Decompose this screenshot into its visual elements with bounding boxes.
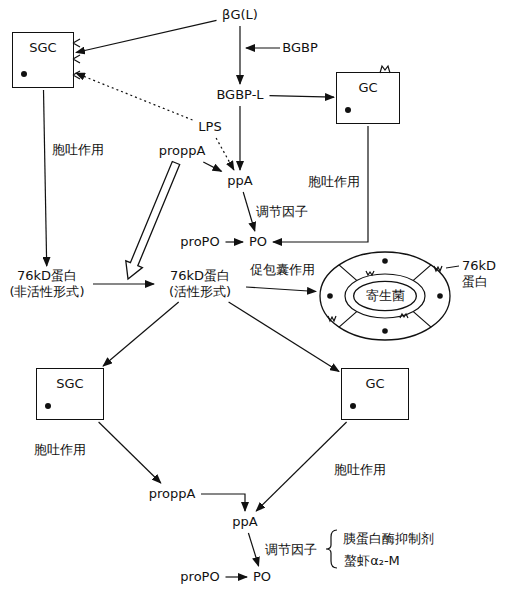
term-text: ppA <box>229 513 262 531</box>
arrow-connector <box>229 302 339 371</box>
node-text: proppA <box>158 143 206 159</box>
arrow-connector <box>93 283 154 284</box>
arrow-connector <box>239 106 240 170</box>
node-text: ppA <box>232 514 259 530</box>
edge-label: 胞吐作用 <box>50 142 106 158</box>
protein-label: 76kD 蛋白 <box>462 258 506 290</box>
arrow-connector <box>44 90 47 266</box>
node-text: 寄生菌 <box>366 288 405 304</box>
protein-mark <box>328 266 442 321</box>
node-text: PO <box>248 234 268 250</box>
arrow-connector <box>99 422 161 483</box>
cell-box: GC <box>341 368 409 420</box>
arrow-connector <box>248 533 258 566</box>
encapsulation-figure: 76kD 蛋白寄生菌 <box>318 250 452 342</box>
term-text: proPO <box>177 568 224 586</box>
node-text: SGC <box>56 376 83 392</box>
arrow-connector <box>216 138 234 170</box>
receptor-marks <box>379 65 391 73</box>
nucleus-dot <box>382 258 388 264</box>
edge-label: 促包囊作用 <box>248 262 317 278</box>
node-text: GC <box>365 376 384 392</box>
receptor-mark <box>73 39 80 79</box>
term-text: ppA <box>224 172 257 190</box>
node-text: BGBP-L <box>216 87 265 103</box>
leader-line <box>446 266 459 268</box>
term-text: proPO <box>177 233 224 251</box>
oval-shape <box>354 281 417 310</box>
cell-divider <box>339 265 431 327</box>
term-text: proppA <box>155 142 209 160</box>
node-text: proppA <box>148 486 196 502</box>
edge-label: 调节因子 <box>254 204 310 220</box>
protein-text: 76kD蛋白 (非活性形式) <box>3 268 91 300</box>
arrow-connector <box>76 20 217 52</box>
arrow-connector <box>76 73 193 120</box>
cell-box: SGC <box>12 32 74 88</box>
arrow-connector <box>201 494 245 511</box>
node-text: βG(L) <box>222 7 259 23</box>
inner-ring <box>345 274 425 318</box>
nucleus-dot <box>327 293 333 299</box>
receptor-marks <box>73 37 82 83</box>
nucleus-dot <box>21 71 27 77</box>
arrow-connector <box>226 576 248 577</box>
arrow-connector <box>203 162 221 171</box>
hollow-arrow <box>126 162 180 280</box>
term-text: PO <box>249 568 275 586</box>
arrow-connector <box>246 287 316 292</box>
bgbp-arrow <box>246 47 284 48</box>
term-text: LPS <box>195 118 226 136</box>
arrow-connector <box>239 26 240 84</box>
arrow-connector <box>270 96 335 98</box>
parasite-oval: 寄生菌 <box>353 280 417 312</box>
brace <box>326 530 337 568</box>
receptor-mark <box>380 66 390 73</box>
node-text: PO <box>252 569 272 585</box>
nucleus-dot <box>382 328 388 334</box>
term-text: BGBP-L <box>213 86 268 104</box>
arrow-connector <box>103 302 179 366</box>
cluster-outline <box>320 252 450 340</box>
term-text: βG(L) <box>219 6 262 24</box>
node-text: GC <box>358 80 377 96</box>
nucleus-dot <box>437 293 443 299</box>
protein-text: 76kD蛋白 (活性形式) <box>156 268 244 300</box>
edge-label: 胞吐作用 <box>332 462 388 478</box>
node-text: 76kD蛋白 (活性形式) <box>156 268 244 300</box>
arrow-connector <box>273 126 368 242</box>
node-text: ppA <box>227 173 254 189</box>
nucleus-dot <box>45 403 51 409</box>
node-text: 76kD蛋白 (非活性形式) <box>3 268 91 300</box>
nucleus-dot <box>350 403 356 409</box>
edge-label: 胞吐作用 <box>306 174 362 190</box>
edge-label: 胞吐作用 <box>32 442 88 458</box>
regulator-label: 胰蛋白酶抑制剂 <box>341 531 436 547</box>
node-text: proPO <box>180 234 221 250</box>
regulator-label: 螯虾α₂-M <box>342 553 402 569</box>
input-label: BGBP <box>280 40 320 56</box>
arrow-connector <box>226 241 244 242</box>
cell-box: SGC <box>36 368 104 420</box>
term-text: PO <box>245 233 271 251</box>
edge-label: 调节因子 <box>263 542 319 558</box>
cell-box: GC <box>336 72 400 124</box>
node-text: LPS <box>198 119 223 135</box>
nucleus-dot <box>345 107 351 113</box>
node-text: proPO <box>180 569 221 585</box>
node-text: SGC <box>29 40 56 56</box>
term-text: proppA <box>145 485 199 503</box>
